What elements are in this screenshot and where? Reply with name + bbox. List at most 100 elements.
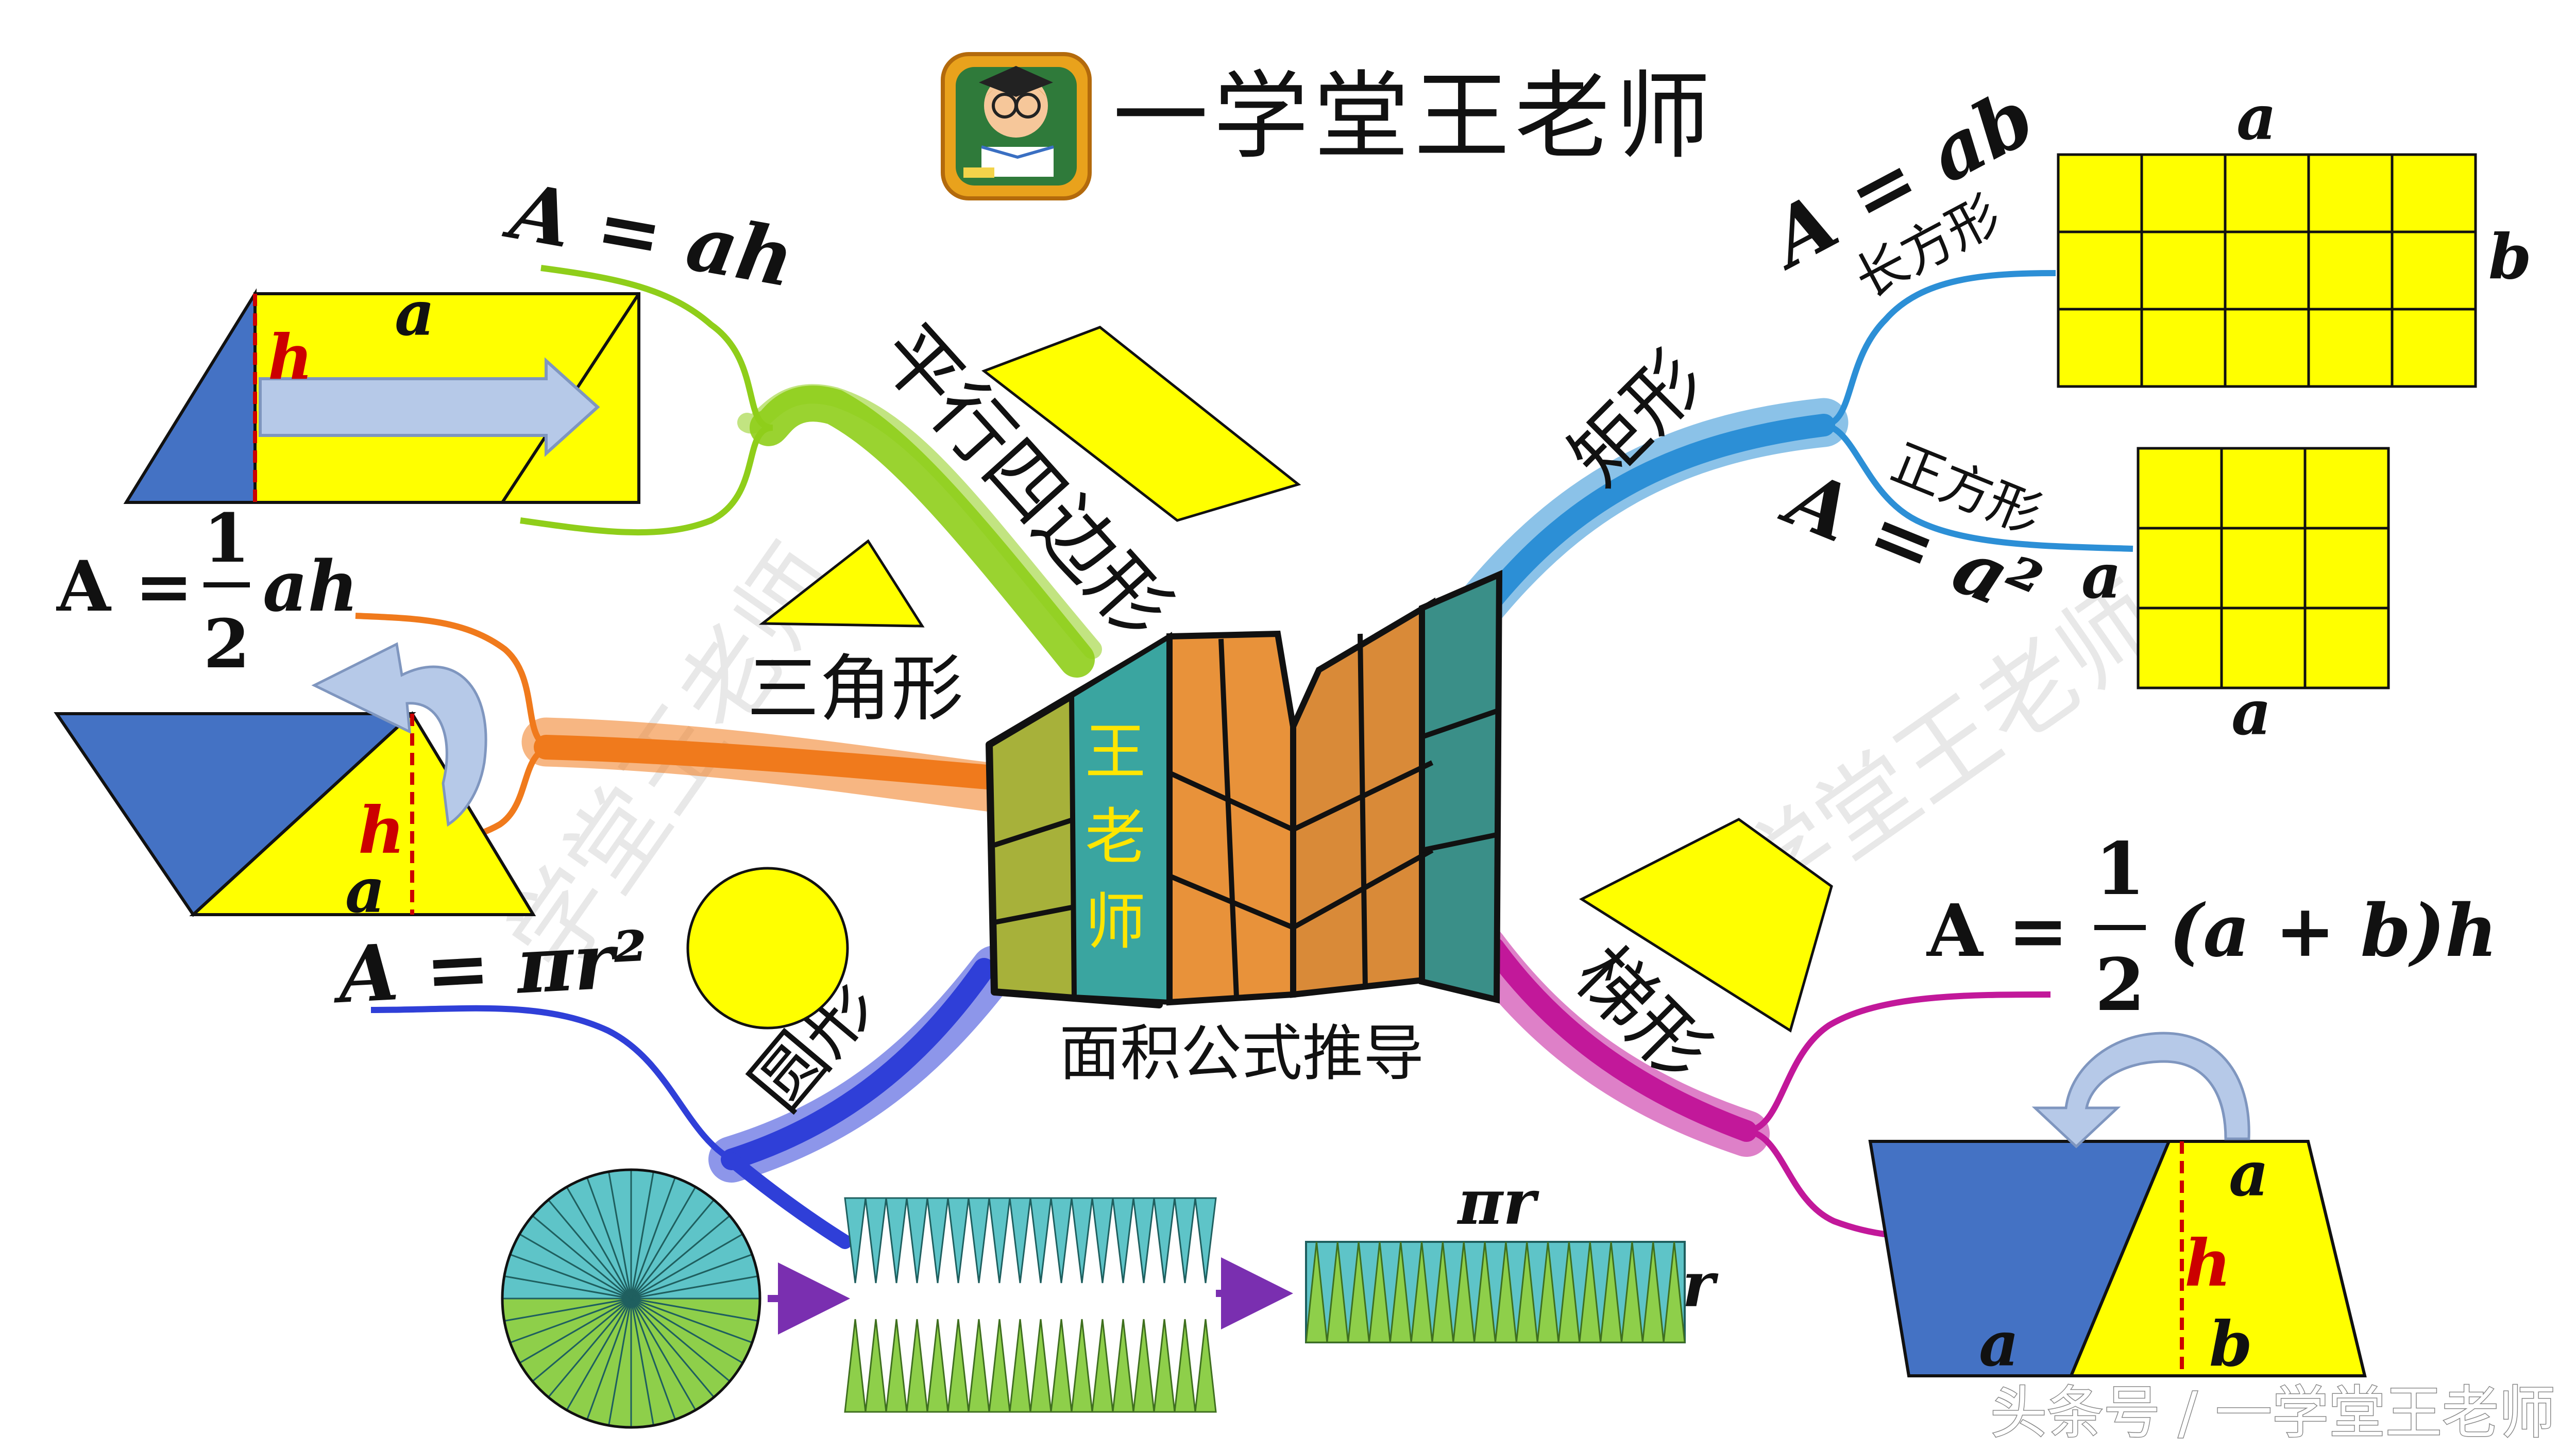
sector-tooth: [1494, 1241, 1517, 1343]
rectangle-top-label: a: [2236, 81, 2277, 154]
rectangle-grid: [2057, 153, 2477, 388]
sector-tooth: [1132, 1319, 1155, 1413]
sector-tooth: [885, 1319, 908, 1413]
parallelogram-diagram: a h: [123, 277, 640, 504]
parallelogram-formula: A = ah: [498, 165, 801, 305]
square-grid: [2137, 447, 2390, 689]
sector-tooth: [1050, 1319, 1073, 1413]
sector-tooth: [865, 1319, 887, 1413]
triangle-diagram: h a: [54, 642, 536, 927]
book-text-1: 王: [1085, 716, 1146, 787]
grid-cell: [2137, 527, 2223, 610]
grid-cell: [2303, 527, 2390, 610]
sector-tooth: [1473, 1241, 1497, 1343]
circle-shape: [686, 867, 849, 1030]
header: 一学堂王老师: [941, 52, 1716, 200]
sector-tooth: [1431, 1241, 1454, 1343]
triangle-formula: A = 1 2 ah: [56, 499, 359, 683]
triangle-height-label: h: [358, 793, 405, 868]
svg-text:A = πr²: A = πr²: [330, 914, 650, 1021]
sector-tooth: [947, 1319, 970, 1413]
sector-tooth: [1663, 1241, 1686, 1343]
sector-tooth: [1153, 1197, 1176, 1284]
trapezoid-top-label: a: [2229, 1138, 2269, 1210]
sector-tooth: [988, 1197, 1011, 1284]
grid-cell: [2303, 606, 2390, 689]
grid-cell: [2137, 447, 2223, 530]
grid-cell: [2303, 447, 2390, 530]
sector-tooth: [1600, 1241, 1623, 1343]
sector-tooth: [1347, 1241, 1370, 1343]
grid-cell: [2307, 230, 2394, 311]
svg-text:1: 1: [2095, 827, 2145, 912]
grid-cell: [2137, 606, 2223, 689]
grid-cell: [2224, 153, 2310, 233]
branch-triangle: [355, 613, 1024, 848]
sector-tooth: [1029, 1319, 1052, 1413]
sector-tooth: [926, 1319, 949, 1413]
sector-strip-rearranged: [1305, 1241, 1686, 1343]
svg-text:A = ah: A = ah: [498, 165, 801, 305]
svg-text:1: 1: [204, 499, 250, 578]
label-triangle: 三角形: [747, 647, 963, 731]
center-caption: 面积公式推导: [1059, 1018, 1424, 1089]
sector-tooth: [1194, 1197, 1217, 1284]
grid-cell: [2391, 153, 2477, 233]
parallelogram-base-label: a: [395, 277, 435, 350]
sector-tooth: [1579, 1241, 1602, 1343]
sector-tooth: [1009, 1319, 1031, 1413]
footer-credit: 头条号 / 一学堂王老师: [1990, 1380, 2555, 1446]
grid-cell: [2307, 308, 2394, 388]
trapezoid-formula: A = 1 2 (a + b)h: [1926, 827, 2498, 1027]
svg-text:(a + b)h: (a + b)h: [2169, 889, 2498, 973]
branch-rectangle: [1454, 270, 2133, 633]
svg-text:ah: ah: [263, 545, 359, 627]
sector-tooth: [885, 1197, 908, 1284]
header-title: 一学堂王老师: [1113, 61, 1716, 172]
sector-tooth: [1452, 1241, 1476, 1343]
sector-tooth: [1071, 1197, 1093, 1284]
sector-tooth: [1536, 1241, 1560, 1343]
sector-tooth: [1194, 1319, 1217, 1413]
grid-cell: [2057, 230, 2143, 311]
sector-tooth: [1174, 1319, 1196, 1413]
sector-tooth: [1050, 1197, 1073, 1284]
sector-tooth: [926, 1197, 949, 1284]
sector-tooth: [1009, 1197, 1031, 1284]
sector-tooth: [1091, 1319, 1114, 1413]
sector-tooth: [1326, 1241, 1349, 1343]
grid-cell: [2220, 447, 2307, 530]
grid-cell: [2220, 527, 2307, 610]
grid-cell: [2224, 308, 2310, 388]
sector-tooth: [1641, 1241, 1665, 1343]
teacher-logo: [941, 52, 1092, 200]
trapezoid-diagram: a h b a: [1868, 1032, 2367, 1380]
square-side-label: a: [2081, 540, 2122, 613]
trapezoid-shape: [1579, 818, 1833, 1033]
sector-tooth: [1305, 1241, 1328, 1343]
circle-sectors-diagram: [501, 1168, 761, 1429]
sector-tooth: [1515, 1241, 1538, 1343]
grid-cell: [2140, 153, 2227, 233]
svg-text:A =: A =: [1926, 889, 2069, 973]
branch-circle: [370, 946, 1018, 1249]
grid-cell: [2307, 153, 2394, 233]
sector-tooth: [968, 1319, 990, 1413]
sector-tooth: [1029, 1197, 1052, 1284]
sector-tooth: [1389, 1241, 1412, 1343]
trapezoid-bottom-label: a: [1979, 1308, 2019, 1380]
parallelogram-shape: [981, 326, 1301, 522]
circle-formula: A = πr²: [330, 914, 650, 1021]
grid-cell: [2057, 153, 2143, 233]
book-text-3: 师: [1085, 886, 1146, 957]
grid-cell: [2224, 230, 2310, 311]
sector-tooth: [1071, 1319, 1093, 1413]
sector-strip-unrolled: [844, 1197, 1217, 1413]
grid-cell: [2391, 308, 2477, 388]
sector-tooth: [1174, 1197, 1196, 1284]
branch-parallelogram: [520, 265, 1102, 678]
trapezoid-height-label: h: [2184, 1226, 2231, 1301]
grid-cell: [2140, 308, 2227, 388]
parallelogram-height-label: h: [268, 321, 313, 394]
